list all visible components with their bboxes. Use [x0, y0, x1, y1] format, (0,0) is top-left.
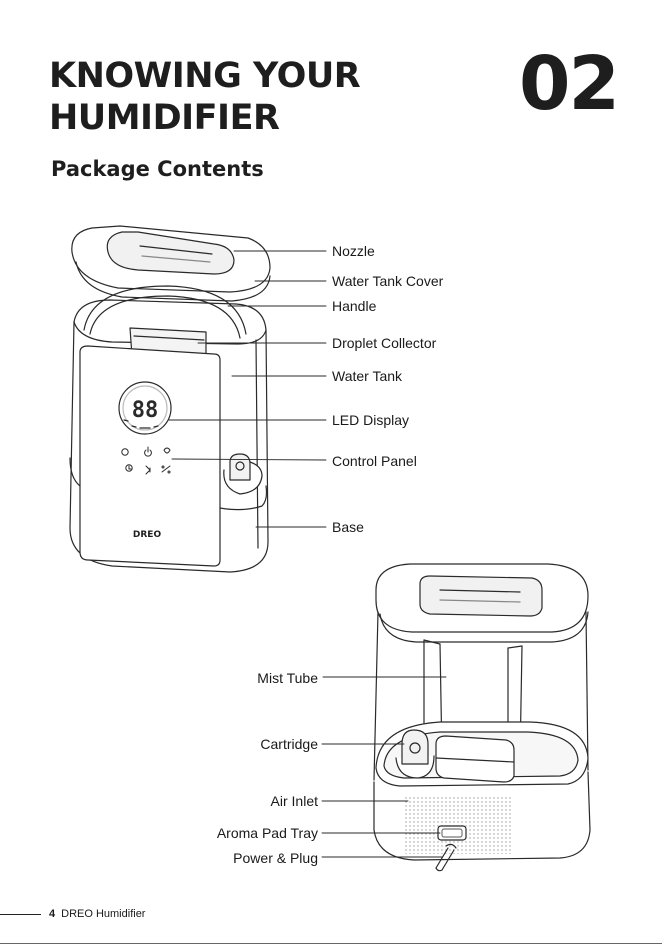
- inner-view-drawing: [374, 564, 590, 871]
- label-led-display: LED Display: [332, 412, 409, 428]
- label-water-tank: Water Tank: [332, 368, 402, 384]
- label-air-inlet: Air Inlet: [271, 793, 318, 809]
- front-view-drawing: [70, 226, 270, 572]
- label-droplet-collector: Droplet Collector: [332, 335, 436, 351]
- air-inlet-drawing: [404, 796, 512, 854]
- footer: 4 DREO Humidifier: [49, 907, 145, 921]
- brand-logo: DREO: [133, 530, 162, 540]
- label-base: Base: [332, 519, 364, 535]
- label-control-panel: Control Panel: [332, 453, 417, 469]
- footer-product-name: DREO Humidifier: [61, 908, 145, 920]
- led-digits: 88: [132, 398, 159, 423]
- humidifier-body-drawing: [70, 300, 268, 572]
- page-number: 4: [49, 908, 55, 920]
- label-cartridge: Cartridge: [260, 736, 318, 752]
- inner-nozzle-drawing: [420, 576, 542, 616]
- label-water-tank-cover: Water Tank Cover: [332, 273, 443, 289]
- label-mist-tube: Mist Tube: [257, 670, 318, 686]
- label-handle: Handle: [332, 298, 376, 314]
- label-aroma-pad-tray: Aroma Pad Tray: [217, 825, 318, 841]
- label-power-plug: Power & Plug: [233, 850, 318, 866]
- footer-rule: [0, 914, 41, 915]
- water-tank-cover-drawing: [72, 226, 270, 301]
- label-nozzle: Nozzle: [332, 243, 375, 259]
- bottom-rule: [0, 943, 662, 944]
